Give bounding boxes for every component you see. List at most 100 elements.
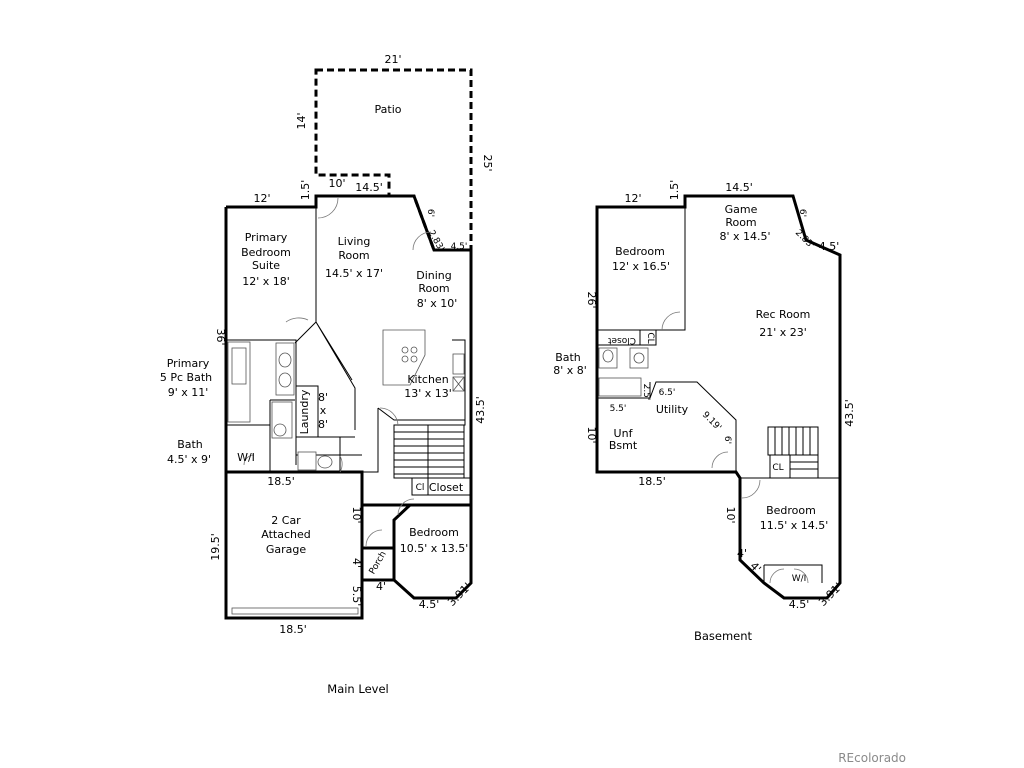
dim-garage-right-mid: 4' [350, 558, 363, 568]
living-line1: Living [338, 235, 371, 248]
b-dim-utility-65: 6.5' [659, 388, 676, 398]
b-closet-label: Closet [608, 335, 637, 345]
primary-suite-line1: Primary [245, 231, 288, 244]
kitchen-size: 13' x 13' [404, 387, 452, 400]
dim-step: 1.5' [299, 180, 312, 201]
rec-label: Rec Room [756, 308, 811, 321]
dim-patio-left: 14' [295, 112, 308, 129]
b-dim-right-height: 43.5' [843, 399, 856, 427]
b-bedroom1-label: Bedroom [615, 245, 665, 258]
b-bedroom2-size: 11.5' x 14.5' [760, 519, 829, 532]
laundry-size-x: x [320, 404, 327, 417]
basement-door-swings [661, 311, 809, 584]
basement-stairs [767, 426, 819, 479]
watermark: REcolorado [838, 751, 906, 765]
utility-label: Utility [656, 403, 689, 416]
main-room-labels: Patio Primary Bedroom Suite 12' x 18' Li… [160, 103, 468, 576]
dining-size: 8' x 10' [417, 297, 458, 310]
wi-label: W/I [237, 451, 255, 464]
laundry-size-a: 8' [318, 391, 328, 404]
b-dim-bed2-4a: 4' [737, 547, 747, 560]
kitchen-label: Kitchen [407, 373, 448, 386]
living-line2: Room [338, 249, 369, 262]
primary-bath-size: 9' x 11' [168, 386, 209, 399]
rec-size: 21' x 23' [759, 326, 807, 339]
dim-bed-bottom: 4.5' [419, 598, 440, 611]
b-dim-step: 1.5' [668, 180, 681, 201]
b-dim-right-small: 4.5' [819, 240, 840, 253]
dim-patio-diag: 2.83' [426, 229, 446, 253]
dim-garage-right-top: 10' [350, 506, 363, 523]
unf-line1: Unf [614, 427, 634, 440]
b-dim-unf-bottom: 18.5' [638, 475, 666, 488]
b-dim-bed2-bottom: 4.5' [789, 598, 810, 611]
b-dim-bed2-4b: 4' [747, 559, 763, 575]
bedroom-label: Bedroom [409, 526, 459, 539]
garage-line1: 2 Car [271, 514, 301, 527]
dim-patio-bottom-mid: 14.5' [355, 181, 383, 194]
bath-label: Bath [177, 438, 203, 451]
main-stairs [393, 424, 465, 479]
b-wi-label: W/I [792, 574, 807, 584]
b-bedroom2-label: Bedroom [766, 504, 816, 517]
basement-caption: Basement [694, 629, 753, 643]
basement-plan: Bedroom 12' x 16.5' Game Room 8' x 14.5'… [553, 180, 856, 643]
dim-patio-br: 4.5' [451, 242, 468, 252]
primary-suite-size: 12' x 18' [242, 275, 290, 288]
game-line2: Room [725, 216, 756, 229]
b-dim-utility-25: 2.5' [641, 384, 651, 401]
b-bath-size: 8' x 8' [553, 364, 587, 377]
dim-porch-bottom: 4' [376, 580, 386, 593]
b-cl-label: CL [645, 332, 655, 343]
dining-line1: Dining [416, 269, 452, 282]
garage-line2: Attached [261, 528, 310, 541]
dim-garage-top: 18.5' [267, 475, 295, 488]
basement-room-labels: Bedroom 12' x 16.5' Game Room 8' x 14.5'… [553, 203, 828, 584]
unf-line2: Bsmt [609, 439, 638, 452]
b-dim-top-left: 12' [624, 192, 641, 205]
b-dim-utility-55: 5.5' [610, 404, 627, 414]
garage-line3: Garage [266, 543, 307, 556]
patio-label: Patio [375, 103, 402, 116]
dining-line2: Room [418, 282, 449, 295]
dim-top-left: 12' [253, 192, 270, 205]
primary-suite-line2: Bedroom [241, 246, 291, 259]
primary-suite-line3: Suite [252, 259, 280, 272]
b-dim-diag: 2.83' [793, 228, 816, 251]
bedroom-size: 10.5' x 13.5' [400, 542, 469, 555]
basement-fixtures [598, 347, 649, 397]
primary-bath-line1: Primary [167, 357, 210, 370]
main-door-swings [243, 197, 432, 547]
cl-label: Cl [416, 483, 425, 493]
game-size: 8' x 14.5' [719, 230, 770, 243]
b-bedroom1-size: 12' x 16.5' [612, 260, 670, 273]
b-dim-top-mid: 14.5' [725, 181, 753, 194]
dim-right-height: 43.5' [474, 396, 487, 424]
b-dim-utility-919: 9.19' [700, 410, 723, 433]
dim-patio-six: 6' [425, 209, 435, 217]
porch-label: Porch [368, 550, 389, 576]
basement-exterior-wall [595, 194, 842, 600]
primary-bath-line2: 5 Pc Bath [160, 371, 212, 384]
b-dim-unf-left: 10' [585, 426, 598, 443]
b-dim-utility-6: 6' [722, 436, 732, 444]
dim-left-height: 36' [214, 328, 227, 345]
patio-outline [314, 68, 473, 252]
dim-patio-right: 25' [481, 154, 494, 171]
b-dim-left-height: 26' [585, 291, 598, 308]
dim-garage-right-bottom: 5.5' [350, 586, 363, 607]
main-level-plan: Patio Primary Bedroom Suite 12' x 18' Li… [160, 53, 494, 696]
main-exterior-wall [226, 194, 473, 600]
main-fixtures [227, 329, 465, 615]
b-bath-label: Bath [555, 351, 581, 364]
b-stair-cl-label: CL [772, 463, 783, 473]
dim-garage-bottom: 18.5' [279, 623, 307, 636]
closet-label: Closet [429, 481, 464, 494]
b-dim-six: 6' [797, 209, 807, 217]
dim-patio-bottom-left: 10' [328, 177, 345, 190]
b-dim-bed2-left: 10' [724, 506, 737, 523]
laundry-size-b: 8' [318, 418, 328, 431]
main-level-caption: Main Level [327, 682, 388, 696]
bath-size: 4.5' x 9' [167, 453, 211, 466]
